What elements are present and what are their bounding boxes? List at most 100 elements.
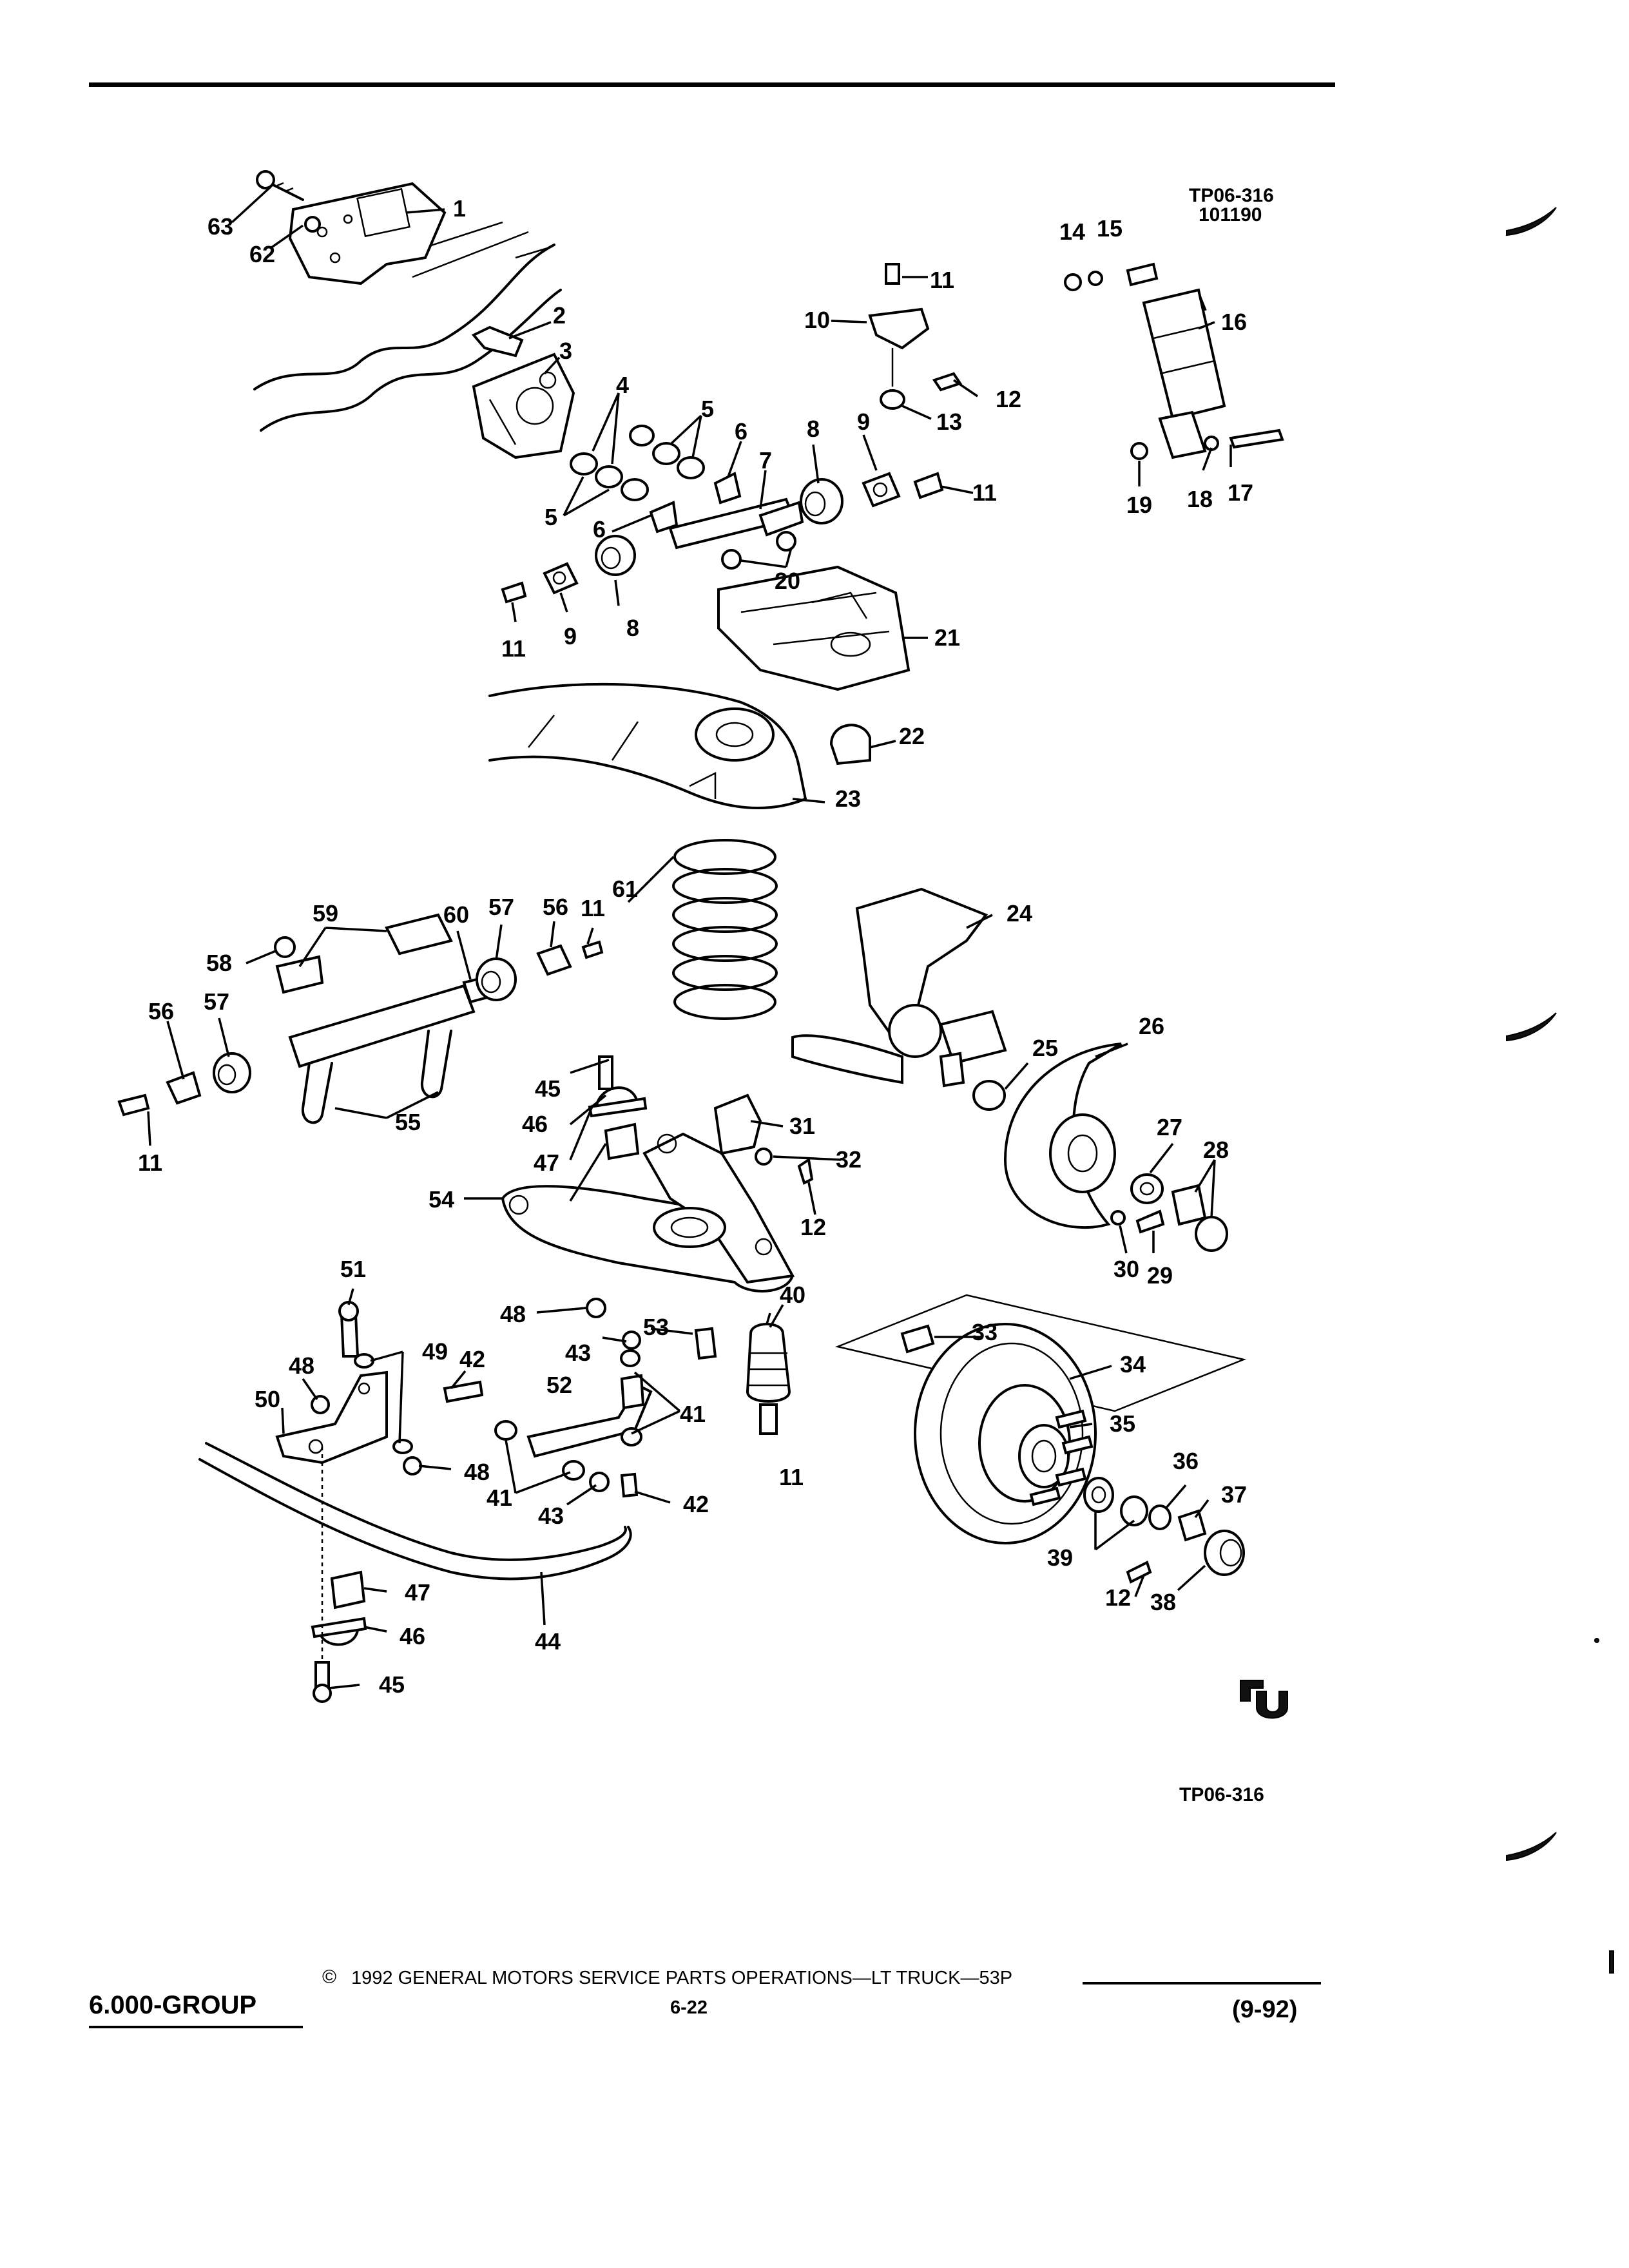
callout-29: 29 xyxy=(1146,1262,1173,1289)
callout-49: 49 xyxy=(421,1338,448,1365)
callout-32: 32 xyxy=(835,1146,862,1173)
leader-lines xyxy=(147,186,1232,1689)
upper-control-arm-21 xyxy=(717,565,911,691)
group-label: 6.000-GROUP xyxy=(89,1991,257,2019)
callout-8-lower: 8 xyxy=(626,615,640,641)
bolt-33 xyxy=(900,1324,935,1354)
callout-42-upper: 42 xyxy=(459,1346,486,1372)
callout-11-arm-left: 11 xyxy=(501,635,526,662)
footer-rules xyxy=(89,1982,1321,2028)
cap-38 xyxy=(1204,1530,1245,1576)
bumper-22 xyxy=(829,724,871,765)
clamp-46-lower xyxy=(311,1617,367,1646)
callout-5-upper: 5 xyxy=(700,396,715,422)
callout-35: 35 xyxy=(1109,1410,1136,1437)
callout-54: 54 xyxy=(428,1186,455,1213)
callout-13: 13 xyxy=(936,408,963,435)
callout-14: 14 xyxy=(1059,218,1086,245)
bolt-29 xyxy=(1135,1209,1165,1234)
callout-57-left: 57 xyxy=(203,988,230,1015)
callout-30: 30 xyxy=(1113,1256,1140,1282)
bearing-28 xyxy=(1171,1184,1228,1252)
cotter-pin-12-hub xyxy=(1126,1561,1152,1584)
callout-28: 28 xyxy=(1202,1137,1229,1163)
frame-rail-upper xyxy=(253,221,562,432)
bearing-27 xyxy=(1130,1173,1164,1204)
studs-35 xyxy=(1029,1409,1094,1506)
callout-9-lower: 9 xyxy=(563,623,577,649)
lower-control-arm-54 xyxy=(501,1132,795,1293)
callout-47-lower: 47 xyxy=(404,1579,431,1606)
frame-bracket-1 xyxy=(288,182,447,285)
callout-57-right: 57 xyxy=(488,894,515,920)
coil-spring-61 xyxy=(672,839,778,1020)
shaft-7 xyxy=(668,497,804,550)
callout-31: 31 xyxy=(789,1113,816,1139)
bracket-3 xyxy=(472,352,575,459)
shock-hardware-14-15-17-18-19 xyxy=(1064,271,1284,460)
callout-6-upper: 6 xyxy=(734,418,748,445)
shims-4-5-left xyxy=(570,425,705,501)
callout-41-right: 41 xyxy=(679,1401,706,1427)
callout-20: 20 xyxy=(774,568,801,594)
callout-1: 1 xyxy=(452,195,467,222)
callout-38: 38 xyxy=(1150,1589,1177,1615)
callout-11-balljoint-lower: 11 xyxy=(778,1464,804,1490)
callout-36: 36 xyxy=(1172,1448,1199,1474)
copyright-symbol: © xyxy=(322,1966,337,1988)
revision-date: (9-92) xyxy=(1232,1996,1298,2023)
callout-25: 25 xyxy=(1032,1035,1059,1061)
callout-34: 34 xyxy=(1119,1351,1146,1378)
bolts-11-arm xyxy=(501,472,944,604)
callout-24: 24 xyxy=(1006,900,1033,927)
ball-joint-10 xyxy=(868,263,930,410)
callout-12-lower: 12 xyxy=(800,1214,827,1240)
callout-51: 51 xyxy=(340,1256,367,1282)
washer-62 xyxy=(304,216,321,233)
callout-40: 40 xyxy=(779,1282,806,1308)
bracket-50 xyxy=(275,1370,388,1465)
copyright-line: 1992 GENERAL MOTORS SERVICE PARTS OPERAT… xyxy=(351,1968,1013,1988)
bushings-41 xyxy=(494,1349,642,1481)
callout-17: 17 xyxy=(1227,479,1254,506)
callout-3: 3 xyxy=(559,338,573,364)
seal-25 xyxy=(972,1080,1006,1111)
callout-48-bracket: 48 xyxy=(288,1352,315,1379)
bolts-11-lower xyxy=(117,940,604,1117)
callout-11-shaft-left: 11 xyxy=(137,1149,163,1176)
callout-6-lower: 6 xyxy=(592,516,606,543)
bushings-57 xyxy=(213,957,517,1093)
callout-22: 22 xyxy=(898,723,925,749)
figure-id: TP06-316 xyxy=(1189,185,1274,206)
bolt-2 xyxy=(471,325,524,358)
callout-62: 62 xyxy=(249,241,276,267)
callout-33: 33 xyxy=(971,1319,998,1345)
callout-18: 18 xyxy=(1186,486,1213,512)
binder-punch-marks xyxy=(1506,207,1614,1974)
callout-41-left: 41 xyxy=(486,1485,513,1511)
callout-8-upper: 8 xyxy=(806,416,820,442)
ball-joint-40 xyxy=(746,1323,791,1435)
callout-45-lower: 45 xyxy=(378,1671,405,1698)
stabilizer-bar-44 xyxy=(198,1442,632,1581)
nut-32 xyxy=(755,1148,773,1166)
shock-absorber-16 xyxy=(1126,262,1226,459)
bushings-8 xyxy=(595,478,843,576)
rotor-hub-34 xyxy=(834,1294,1247,1544)
washer-30 xyxy=(1110,1210,1126,1225)
nut-37 xyxy=(1177,1509,1207,1542)
bolt-45-upper xyxy=(598,1055,613,1090)
callout-56-right: 56 xyxy=(542,894,569,920)
callout-19: 19 xyxy=(1126,492,1153,518)
callout-12-upper: 12 xyxy=(995,386,1022,412)
shaft-60 xyxy=(288,974,497,1068)
callout-26: 26 xyxy=(1138,1013,1165,1039)
callout-48-lower: 48 xyxy=(463,1459,490,1485)
callout-52: 52 xyxy=(546,1372,573,1398)
callout-4: 4 xyxy=(615,372,630,398)
callout-50: 50 xyxy=(254,1386,281,1412)
callout-43-upper: 43 xyxy=(564,1340,592,1366)
bolt-42-upper xyxy=(443,1380,484,1403)
nut-43-upper xyxy=(622,1331,641,1350)
